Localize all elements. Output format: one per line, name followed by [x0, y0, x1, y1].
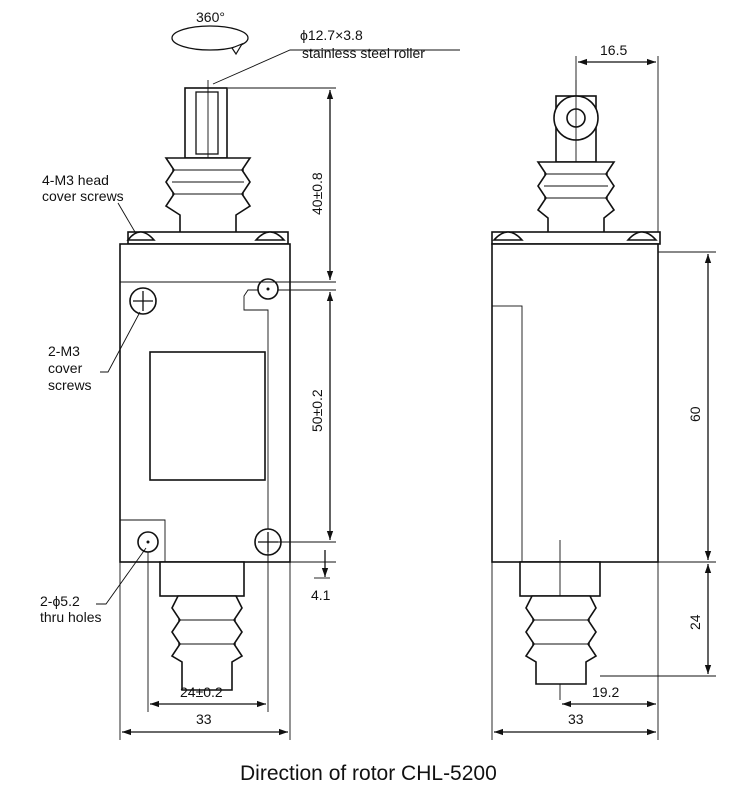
thru-holes-label-line1: 2-ϕ5.2: [40, 593, 80, 609]
dim-roller-offset: 16.5: [600, 42, 627, 58]
cover-screws-label-line2: cover: [48, 360, 83, 376]
dim-body-height: 60: [687, 406, 703, 422]
head-screw-icon: [126, 231, 156, 241]
side-lower-bellows: [524, 595, 598, 685]
caption: Direction of rotor CHL-5200: [240, 762, 497, 785]
thru-holes-label-line2: thru holes: [40, 609, 101, 625]
head-screws-label-line2: cover screws: [42, 188, 124, 204]
side-bellows: [536, 161, 616, 237]
side-view: 16.5 60 24 19.2 33: [491, 42, 716, 740]
head-screw-icon: [492, 231, 524, 241]
dim-hole-pitch-horizontal: 24±0.2: [180, 684, 223, 700]
dim-hole-offset: 4.1: [311, 587, 331, 603]
thru-hole-icon: [257, 278, 279, 300]
head-screw-icon: [626, 231, 658, 241]
head-screw-icon: [254, 231, 286, 241]
head-screws-label-line1: 4-M3 head: [42, 172, 109, 188]
rotation-arrow-icon: [171, 25, 249, 56]
front-roller: [184, 87, 228, 159]
front-lower-bellows: [170, 595, 244, 691]
cover-screw-icon: [129, 287, 157, 315]
front-bellows: [164, 157, 252, 239]
roller-spec-label: ϕ12.7×3.8: [300, 27, 363, 43]
cover-screws-label-line1: 2-M3: [48, 343, 80, 359]
thru-hole-icon: [137, 531, 159, 553]
cover-screws-label-line3: screws: [48, 377, 92, 393]
cover-screw-icon: [254, 528, 282, 556]
dim-side-width: 33: [568, 711, 584, 727]
dim-plunger-length: 24: [687, 614, 703, 630]
dim-actuator-height: 40±0.8: [309, 172, 325, 215]
dim-plunger-offset: 19.2: [592, 684, 619, 700]
roller-material-label: stainless steel roller: [302, 45, 425, 61]
dim-hole-pitch-vertical: 50±0.2: [309, 389, 325, 432]
dim-front-width: 33: [196, 711, 212, 727]
side-body: [491, 243, 659, 563]
label-window: [149, 351, 266, 481]
front-view: 360° ϕ12.7×3.8 stainless steel roller: [40, 9, 460, 740]
rotation-label: 360°: [196, 9, 225, 25]
